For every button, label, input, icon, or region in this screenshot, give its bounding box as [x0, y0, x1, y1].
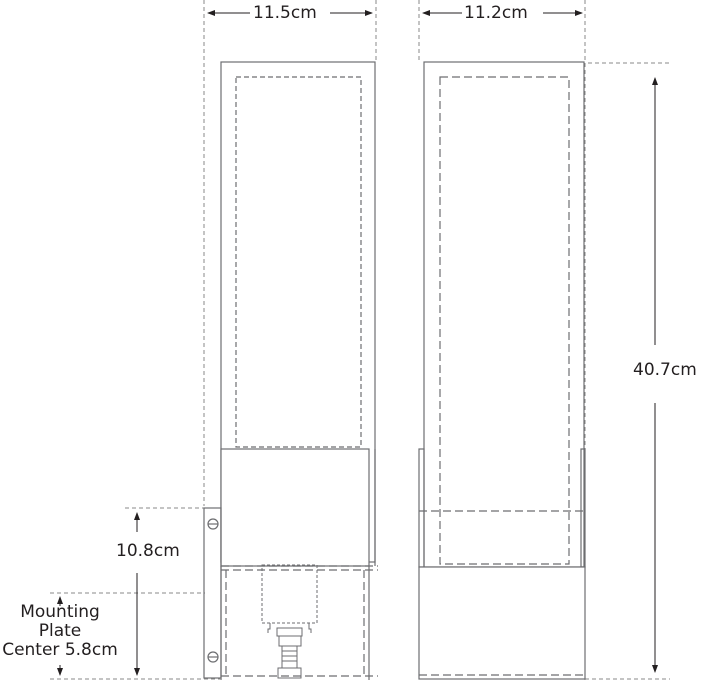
side-view: [203, 61, 378, 680]
mounting-plate-label: Mounting Plate Center 5.8cm: [0, 603, 120, 660]
mounting-plate-line-3: Center 5.8cm: [2, 640, 118, 660]
front-view: [418, 61, 586, 680]
mounting-plate-line-1: Mounting: [20, 602, 100, 622]
side-width-label: 11.5cm: [253, 3, 317, 23]
front-width-label: 11.2cm: [464, 3, 528, 23]
overall-height-label: 40.7cm: [633, 360, 697, 380]
dimension-arrows: [57, 10, 658, 676]
extension-lines: [50, 0, 670, 680]
mount-height-label: 10.8cm: [116, 541, 180, 561]
mounting-plate-line-2: Plate: [38, 621, 82, 641]
